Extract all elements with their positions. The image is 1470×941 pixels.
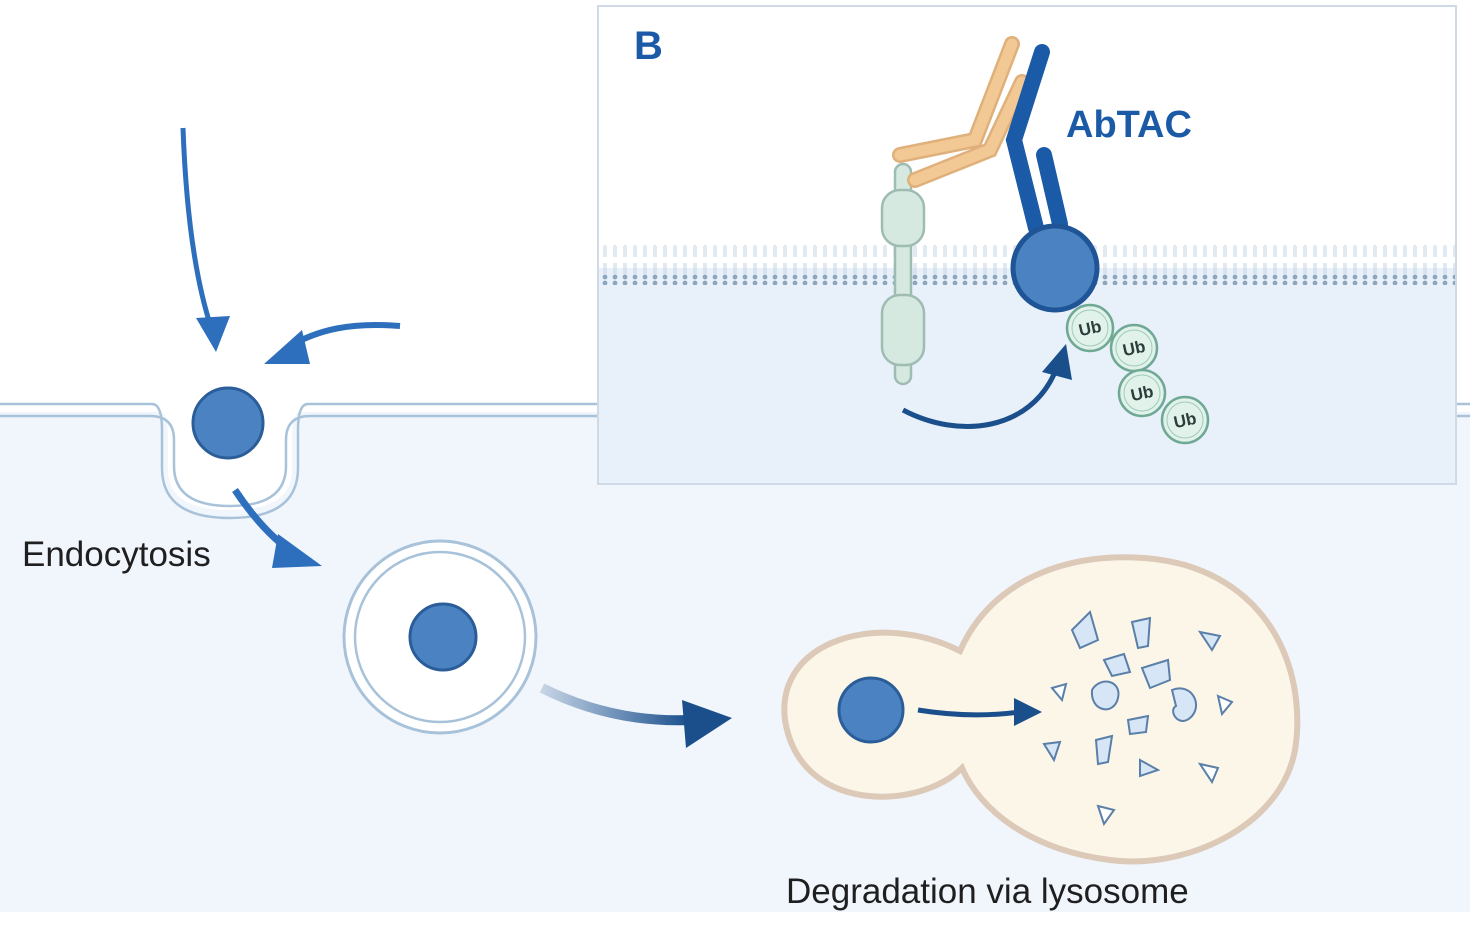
ubiquitin-tag: Ub bbox=[1160, 395, 1210, 445]
abtac-antibody bbox=[1005, 44, 1068, 236]
protein-in-vesicle bbox=[408, 602, 478, 672]
inset-panel-b: Ub Ub Ub Ub bbox=[597, 5, 1457, 485]
endocytosis-label: Endocytosis bbox=[22, 535, 211, 574]
lysosome bbox=[781, 554, 1301, 865]
svg-text:Ub: Ub bbox=[1172, 409, 1198, 432]
incoming-arrow-top bbox=[180, 127, 230, 352]
svg-text:Ub: Ub bbox=[1121, 337, 1147, 360]
protein-in-lysosome bbox=[837, 676, 905, 744]
inset-cytoplasm bbox=[599, 268, 1455, 483]
arrow-to-lysosome bbox=[539, 683, 732, 748]
incoming-arrow-right bbox=[264, 321, 401, 364]
panel-letter-b: B bbox=[634, 24, 663, 68]
ubiquitin-tag: Ub bbox=[1065, 303, 1115, 353]
target-receptor bbox=[880, 162, 926, 386]
degradation-arrow bbox=[917, 698, 1042, 726]
orange-antibody-arm bbox=[892, 36, 1030, 188]
protein-at-membrane bbox=[191, 386, 265, 460]
endosome-vesicle bbox=[342, 539, 538, 735]
abtac-label: AbTAC bbox=[1066, 104, 1192, 146]
svg-text:Ub: Ub bbox=[1129, 382, 1155, 405]
ubiquitin-tag: Ub bbox=[1109, 323, 1159, 373]
plasma-membrane bbox=[0, 402, 1470, 520]
ubiquitin-chain: Ub Ub Ub Ub bbox=[1065, 303, 1210, 445]
e3-ligase-protein bbox=[1010, 223, 1100, 313]
degraded-fragments bbox=[1042, 610, 1234, 827]
degradation-label: Degradation via lysosome bbox=[786, 872, 1189, 911]
ubiquitination-arrow bbox=[901, 344, 1072, 429]
ubiquitin-tag: Ub bbox=[1117, 368, 1167, 418]
arrow-to-vesicle bbox=[232, 488, 322, 568]
svg-text:Ub: Ub bbox=[1077, 317, 1103, 340]
